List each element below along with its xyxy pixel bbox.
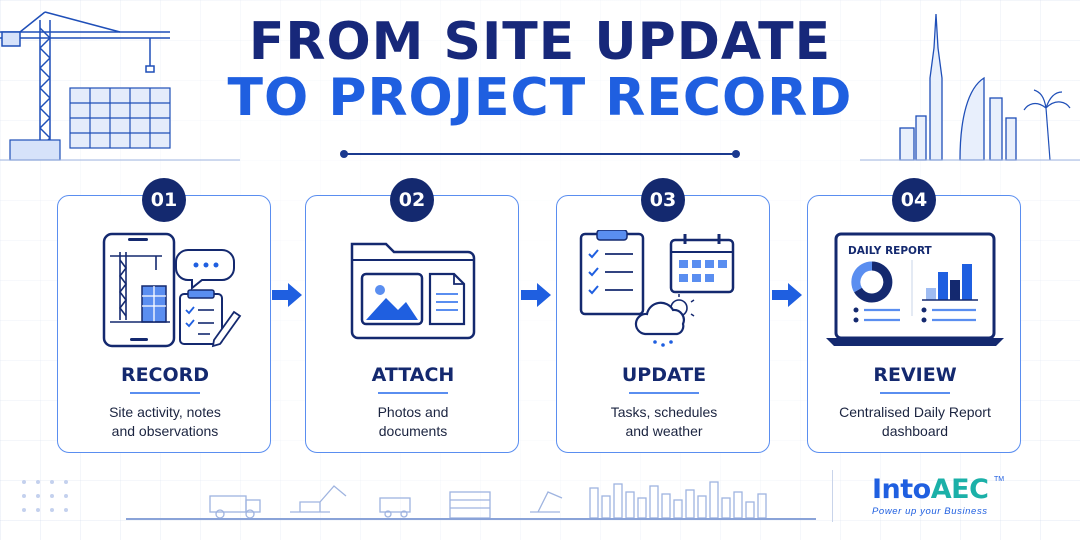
title-line-2: TO PROJECT RECORD	[227, 68, 853, 129]
construction-vehicles-illustration	[209, 481, 767, 519]
step-card-review: 04 DAILY REPORT REVIEW Centralised Daily…	[807, 178, 1021, 453]
ground-line	[126, 518, 816, 520]
step-number-badge: 01	[142, 178, 186, 222]
intoaec-logo: IntoAEC TM Power up your Business	[866, 474, 1016, 518]
chat-bubble-icon	[175, 249, 235, 291]
step-number-badge: 04	[892, 178, 936, 222]
step-title-underline	[130, 392, 200, 394]
logo-tagline: Power up your Business	[872, 506, 988, 517]
record-illustration	[102, 232, 242, 348]
calendar-icon	[669, 234, 735, 294]
arrow-right-icon	[272, 283, 302, 307]
checklist-icon	[579, 230, 645, 316]
step-number-badge: 02	[390, 178, 434, 222]
step-title: UPDATE	[621, 364, 707, 386]
step-description-line: documents	[378, 423, 448, 439]
step-description-line: Tasks, schedules	[610, 404, 718, 420]
page-title: FROM SITE UPDATE TO PROJECT RECORD	[0, 14, 1080, 126]
logo-into: Into	[872, 474, 931, 505]
logo-aec: AEC	[930, 474, 989, 505]
step-card-record: 01 RECORD Site activity, note	[57, 178, 271, 453]
update-illustration	[579, 230, 735, 347]
crane-icon	[110, 252, 162, 320]
logo-trademark: TM	[994, 476, 1005, 483]
arrow-right-icon	[772, 283, 802, 307]
arrow-right-icon	[521, 283, 551, 307]
attach-illustration	[350, 242, 476, 340]
step-title-underline	[629, 392, 699, 394]
title-line-1: FROM SITE UPDATE	[248, 12, 832, 72]
step-title: ATTACH	[371, 364, 455, 386]
step-title-underline	[378, 392, 448, 394]
step-description: Tasks, schedules and weather	[567, 403, 761, 441]
step-description-line: dashboard	[881, 423, 949, 439]
step-title: RECORD	[120, 364, 210, 386]
skyline-illustration	[860, 13, 1080, 161]
step-description: Site activity, notes and observations	[68, 403, 262, 441]
weather-cloud-icon	[634, 294, 695, 347]
step-description: Photos and documents	[316, 403, 510, 441]
step-description-line: Photos and	[377, 404, 449, 420]
step-title-underline	[880, 392, 950, 394]
step-card-attach: 02 ATTACH Photos and documents	[305, 178, 519, 453]
step-description-line: Centralised Daily Report	[839, 404, 991, 420]
image-icon	[360, 272, 424, 326]
laptop-dashboard-icon: DAILY REPORT	[826, 232, 1004, 346]
logo-separator	[832, 470, 833, 522]
step-description-line: and observations	[111, 423, 219, 439]
step-description-line: Site activity, notes	[109, 404, 221, 420]
step-title: REVIEW	[873, 364, 957, 386]
step-number-badge: 03	[641, 178, 685, 222]
step-card-update: 03 UPDATE	[556, 178, 770, 453]
dashboard-label: DAILY REPORT	[848, 245, 933, 257]
document-icon	[428, 272, 466, 326]
dot-grid-decoration	[22, 480, 68, 512]
step-description-line: and weather	[625, 423, 703, 439]
clipboard-pencil-icon	[179, 289, 242, 348]
logo-wordmark: IntoAEC	[872, 474, 989, 505]
construction-site-illustration	[0, 11, 240, 161]
title-divider	[340, 150, 740, 158]
step-description: Centralised Daily Report dashboard	[818, 403, 1012, 441]
